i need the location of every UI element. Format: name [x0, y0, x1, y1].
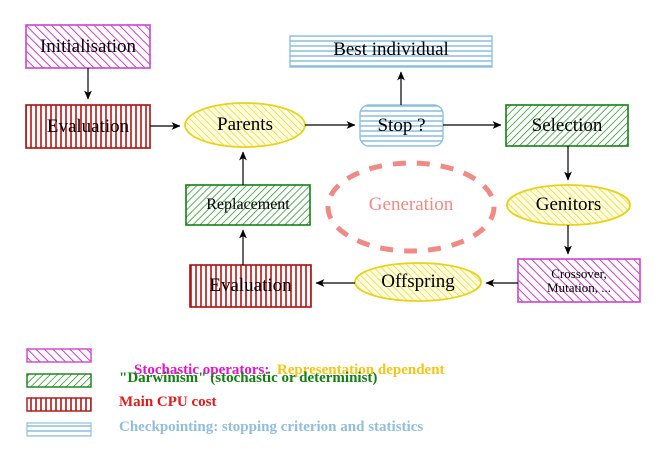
node-best-individual[interactable] [289, 35, 493, 68]
legend-label-darwinism: "Darwinism" (stochastic or determinist) [119, 370, 378, 386]
node-evaluation-top[interactable] [25, 104, 151, 149]
node-replacement[interactable] [185, 184, 311, 226]
legend-label-stochastic: Stochastic operators: Representation dep… [119, 345, 445, 396]
node-selection[interactable] [505, 104, 629, 147]
legend-label-cpu: Main CPU cost [119, 394, 217, 410]
node-initialisation[interactable] [25, 24, 151, 69]
legend-swatch-darwinism [26, 373, 92, 388]
legend-label-stochastic-main: Stochastic operators: [134, 362, 270, 378]
node-offspring[interactable] [354, 262, 482, 302]
node-evaluation-bottom[interactable] [189, 264, 312, 308]
node-parents[interactable] [184, 102, 306, 148]
legend-swatch-stochastic [26, 348, 92, 363]
legend-swatch-cpu [26, 397, 92, 412]
node-crossover-mutation[interactable] [517, 258, 641, 303]
node-generation-boundary [325, 160, 497, 254]
node-stop[interactable] [359, 104, 444, 147]
label-generation: Generation [368, 194, 454, 215]
legend-label-checkpointing: Checkpointing: stopping criterion and st… [119, 419, 424, 435]
legend-label-stochastic-tail: Representation dependent [276, 362, 445, 378]
legend-swatch-checkpointing [26, 422, 92, 437]
node-genitors[interactable] [506, 184, 631, 226]
